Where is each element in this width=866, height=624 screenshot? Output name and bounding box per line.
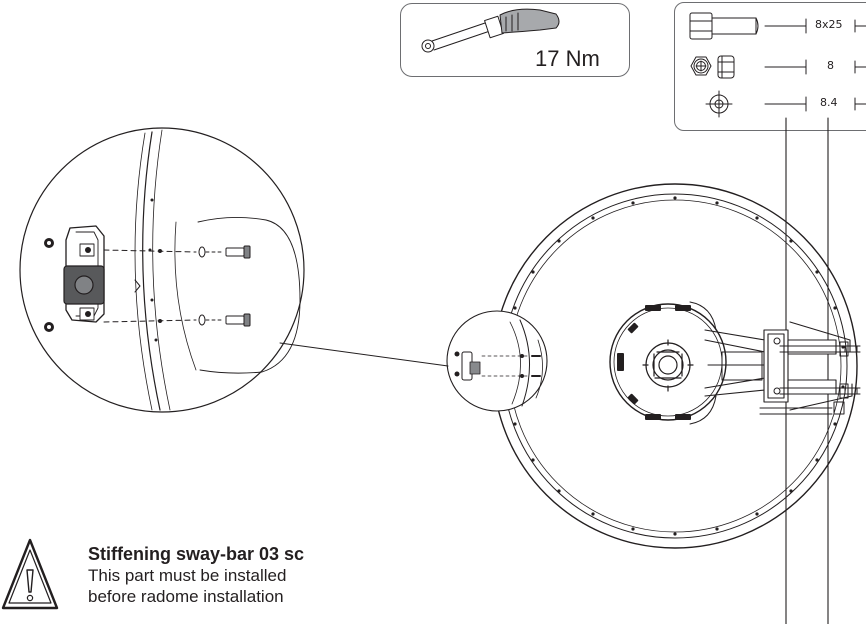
- warning-line-1: This part must be installed: [88, 566, 287, 585]
- bolt-size-label: 8x25: [815, 18, 843, 31]
- hex-bolt-icon: [689, 12, 807, 40]
- dish-antenna: [492, 183, 858, 549]
- nut-size-label: 8: [827, 59, 834, 72]
- washer-icon: [705, 90, 807, 118]
- mast-pole: [785, 117, 829, 624]
- detail-callout-small: [446, 310, 548, 412]
- hex-nut-icon: [690, 55, 807, 79]
- detail-callout-large: [19, 127, 305, 413]
- washer-size-label: 8.4: [820, 96, 838, 109]
- torque-spec-box: [400, 3, 630, 77]
- warning-title: Stiffening sway-bar 03 sc: [88, 544, 305, 564]
- warning-triangle-icon: [1, 538, 59, 610]
- torque-wrench-icon: [421, 8, 560, 53]
- warning-line-2: before radome installation: [88, 587, 284, 606]
- callout-leader-line: [279, 342, 449, 367]
- torque-value: 17 Nm: [535, 46, 600, 71]
- pole-mount-bracket: [759, 321, 861, 415]
- hardware-list-box: [674, 2, 866, 131]
